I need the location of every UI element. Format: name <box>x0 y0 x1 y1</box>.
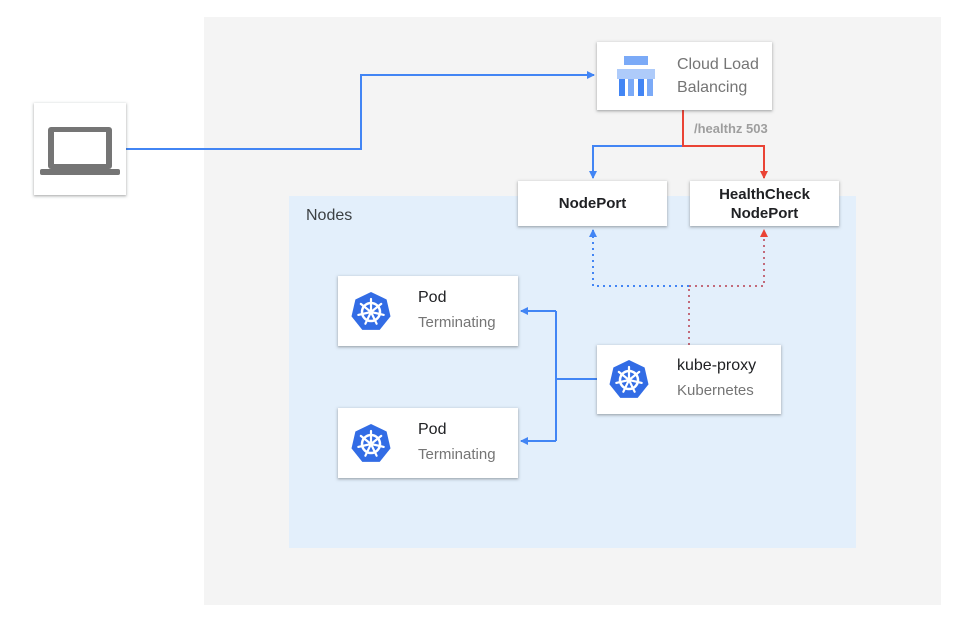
kube-proxy-subtitle: Kubernetes <box>677 382 754 399</box>
lb-to-nodeport-line <box>589 110 684 179</box>
pod-card: Pod Terminating <box>338 276 518 346</box>
client-to-lb-line <box>126 71 595 150</box>
nodes-label: Nodes <box>306 207 353 224</box>
lb-label-line1: Cloud Load <box>677 56 759 73</box>
pod-title: Pod <box>418 289 447 306</box>
nodeport-card: NodePort <box>518 181 667 226</box>
dotted-to-healthcheck-line <box>689 229 768 287</box>
pod-card: Pod Terminating <box>338 408 518 478</box>
nodeport-label: NodePort <box>558 195 627 212</box>
healthz-status-label: /healthz 503 <box>694 121 768 136</box>
kubernetes-icon <box>609 360 649 398</box>
laptop-icon <box>40 127 120 175</box>
healthcheck-label-line2: NodePort <box>730 204 799 222</box>
dotted-to-nodeport-line <box>589 229 689 287</box>
pod-title: Pod <box>418 421 447 438</box>
lb-to-healthcheck-line <box>682 110 768 179</box>
client-card <box>34 103 126 195</box>
kubernetes-icon <box>351 292 391 330</box>
lb-label-line2: Balancing <box>677 79 748 96</box>
kube-proxy-title: kube-proxy <box>677 357 757 374</box>
pod-status: Terminating <box>418 446 496 463</box>
healthcheck-label-line1: HealthCheck <box>719 185 810 203</box>
cloud-load-balancing-card: Cloud Load Balancing <box>597 42 772 110</box>
healthcheck-nodeport-card: HealthCheck NodePort <box>690 181 839 226</box>
load-balancing-icon <box>617 56 655 96</box>
pod-status: Terminating <box>418 314 496 331</box>
kubernetes-icon <box>351 424 391 462</box>
kube-proxy-card: kube-proxy Kubernetes <box>597 345 781 414</box>
